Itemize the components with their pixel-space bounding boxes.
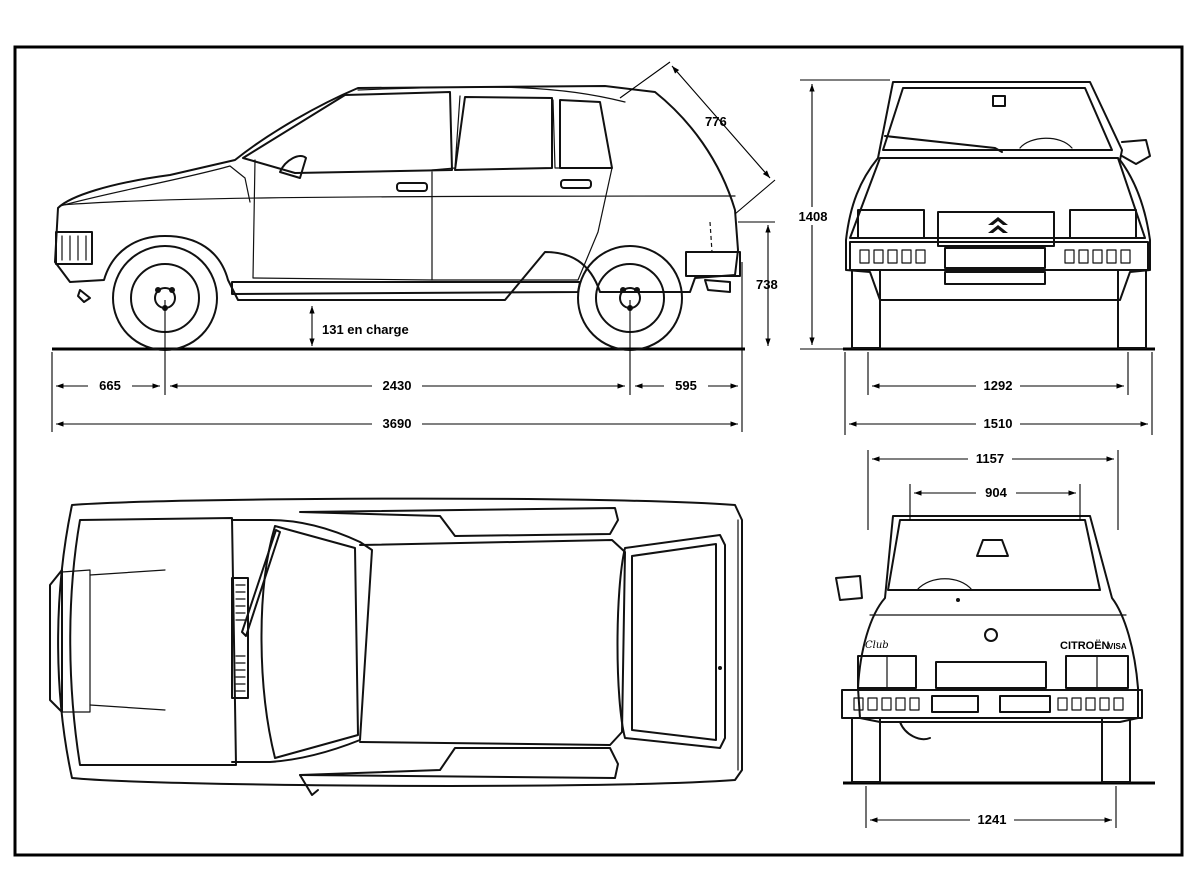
badge-trim: Club bbox=[865, 640, 889, 651]
dim-front-track: 1292 bbox=[984, 378, 1013, 393]
rear-dimensions bbox=[865, 450, 1119, 828]
dim-rear-opening-outer: 1157 bbox=[976, 451, 1004, 466]
dim-tailgate-opening: 776 bbox=[705, 114, 727, 129]
badge-model: VISA bbox=[1108, 642, 1127, 651]
dim-ground-clearance: 131 en charge bbox=[322, 322, 409, 337]
rear-view bbox=[835, 515, 1155, 785]
badge-brand: CITROËN bbox=[1060, 639, 1110, 652]
dim-front-overhang: 665 bbox=[99, 378, 121, 393]
drawing-frame bbox=[13, 45, 1184, 857]
dim-sill-height: 738 bbox=[756, 277, 778, 292]
dim-overall-length: 3690 bbox=[383, 416, 412, 431]
dim-overall-width: 1510 bbox=[984, 416, 1013, 431]
dim-overall-height: 1408 bbox=[799, 209, 828, 224]
front-view bbox=[843, 81, 1155, 351]
dim-rear-opening-inner: 904 bbox=[985, 485, 1007, 500]
top-view bbox=[49, 497, 743, 796]
dim-rear-overhang: 595 bbox=[675, 378, 697, 393]
dim-wheelbase: 2430 bbox=[383, 378, 412, 393]
side-view bbox=[52, 85, 745, 395]
dim-rear-track: 1241 bbox=[978, 812, 1007, 827]
